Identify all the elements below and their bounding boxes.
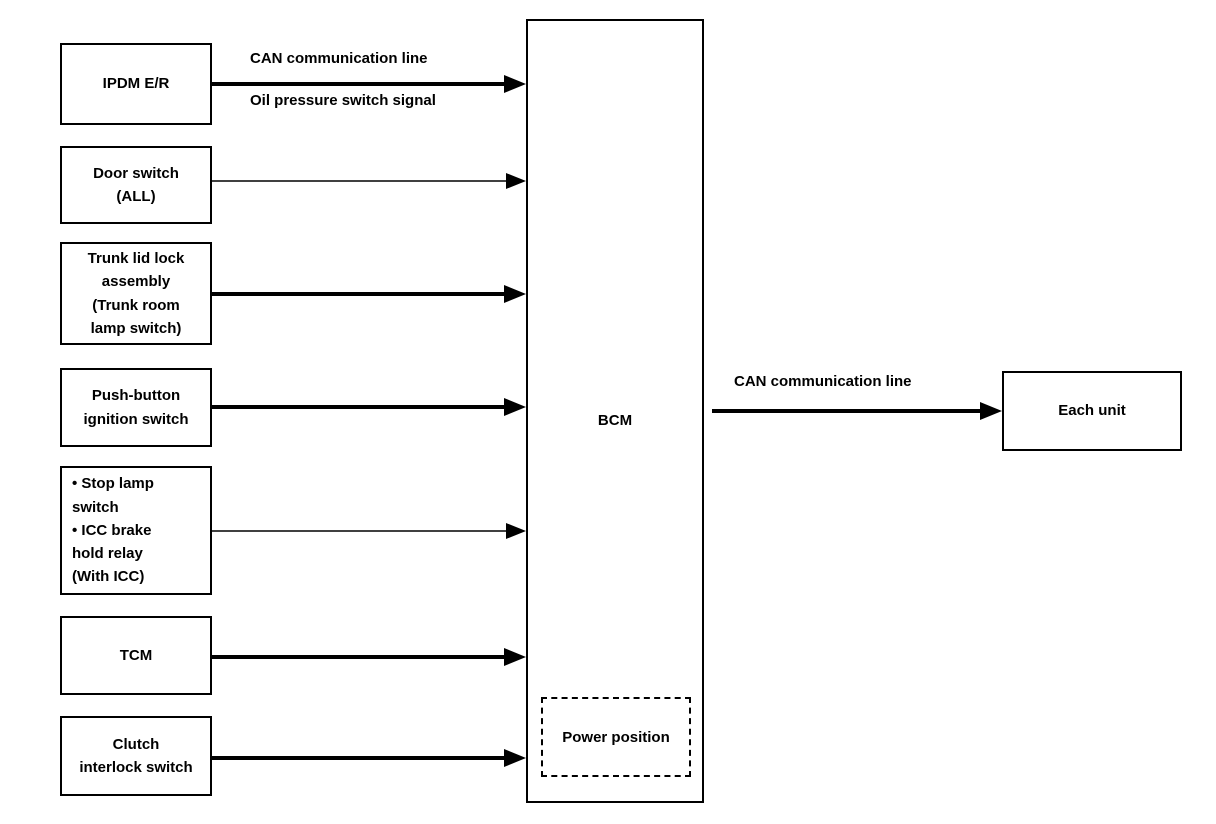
bcm-box[interactable] <box>526 19 704 803</box>
input-box-push-button-ignition-switch[interactable]: Push-button ignition switch <box>60 368 212 447</box>
arrow-bcm-to-each-unit <box>712 402 1002 420</box>
input-box-tcm[interactable]: TCM <box>60 616 212 695</box>
label-oil-pressure-switch-signal: Oil pressure switch signal <box>250 92 436 109</box>
arrow-push-button-ignition-switch-to-bcm <box>212 398 526 416</box>
arrow-stop-lamp-icc-brake-to-bcm <box>212 523 526 539</box>
arrow-tcm-to-bcm <box>212 648 526 666</box>
arrow-clutch-interlock-switch-to-bcm <box>212 749 526 767</box>
arrow-door-switch-to-bcm <box>212 173 526 189</box>
arrow-trunk-lid-lock-assembly-to-bcm <box>212 285 526 303</box>
arrow-ipdm-er-to-bcm <box>212 75 526 93</box>
input-box-clutch-interlock-switch[interactable]: Clutch interlock switch <box>60 716 212 796</box>
label-can-communication-line-left: CAN communication line <box>250 50 428 67</box>
input-box-trunk-lid-lock-assembly[interactable]: Trunk lid lock assembly (Trunk room lamp… <box>60 242 212 345</box>
input-box-door-switch[interactable]: Door switch (ALL) <box>60 146 212 224</box>
input-box-ipdm-er[interactable]: IPDM E/R <box>60 43 212 125</box>
power-position-box[interactable]: Power position <box>541 697 691 777</box>
output-box-each-unit[interactable]: Each unit <box>1002 371 1182 451</box>
bcm-label: BCM <box>597 412 633 429</box>
input-box-stop-lamp-icc-brake[interactable]: • Stop lamp switch • ICC brake hold rela… <box>60 466 212 595</box>
label-can-communication-line-right: CAN communication line <box>734 373 912 390</box>
